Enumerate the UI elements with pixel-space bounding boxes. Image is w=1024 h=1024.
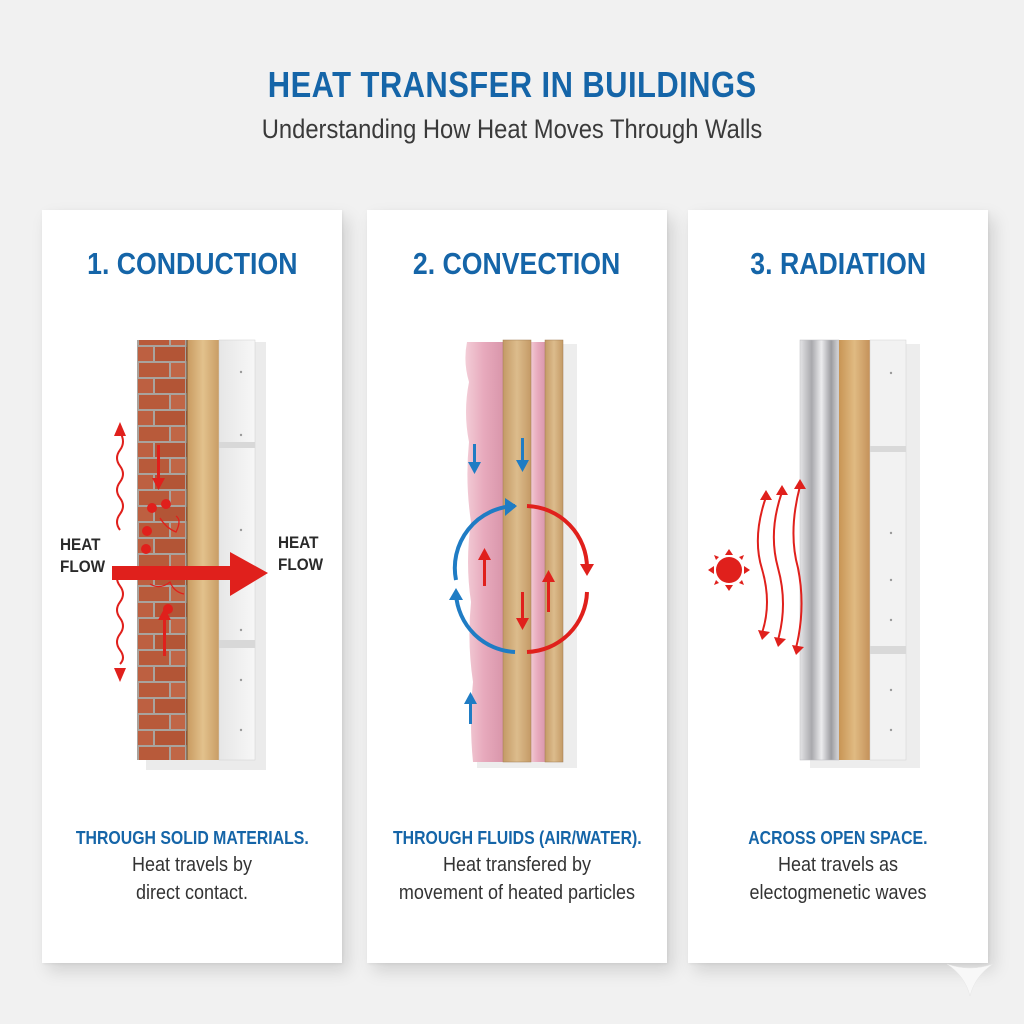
caption-body: Heat travels by direct contact. — [131, 854, 253, 904]
insulation-wall-diagram — [449, 339, 594, 768]
caption-heading: THROUGH SOLID MATERIALS. — [75, 828, 309, 848]
card-title: 2. CONVECTION — [413, 246, 621, 281]
card-radiation: 3. RADIATION — [688, 210, 988, 963]
brick-wall-diagram — [112, 339, 268, 770]
radiation-caption: ACROSS OPEN SPACE. Heat travels as elect… — [688, 828, 988, 907]
caption-body: Heat travels as electogmenetic waves — [749, 854, 927, 904]
caption-heading: THROUGH FLUIDS (AIR/WATER). — [392, 828, 642, 848]
convection-illustration — [367, 330, 667, 820]
card-title: 1. CONDUCTION — [86, 246, 298, 281]
radiation-illustration — [688, 330, 988, 820]
card-title: 3. RADIATION — [750, 246, 926, 281]
sun-icon — [708, 549, 750, 591]
page-subtitle: Understanding How Heat Moves Through Wal… — [261, 114, 763, 144]
conduction-caption: THROUGH SOLID MATERIALS. Heat travels by… — [42, 828, 342, 907]
foil-wall-diagram — [708, 339, 920, 768]
header: HEAT TRANSFER IN BUILDINGS Understanding… — [0, 64, 1024, 145]
page-title: HEAT TRANSFER IN BUILDINGS — [267, 64, 757, 105]
sparkle-icon — [946, 963, 994, 997]
convection-caption: THROUGH FLUIDS (AIR/WATER). Heat transfe… — [367, 828, 667, 907]
caption-body: Heat transfered by movement of heated pa… — [398, 854, 636, 904]
card-convection: 2. CONVECTION — [367, 210, 667, 963]
card-conduction: 1. CONDUCTION — [42, 210, 342, 963]
caption-heading: ACROSS OPEN SPACE. — [748, 828, 928, 848]
